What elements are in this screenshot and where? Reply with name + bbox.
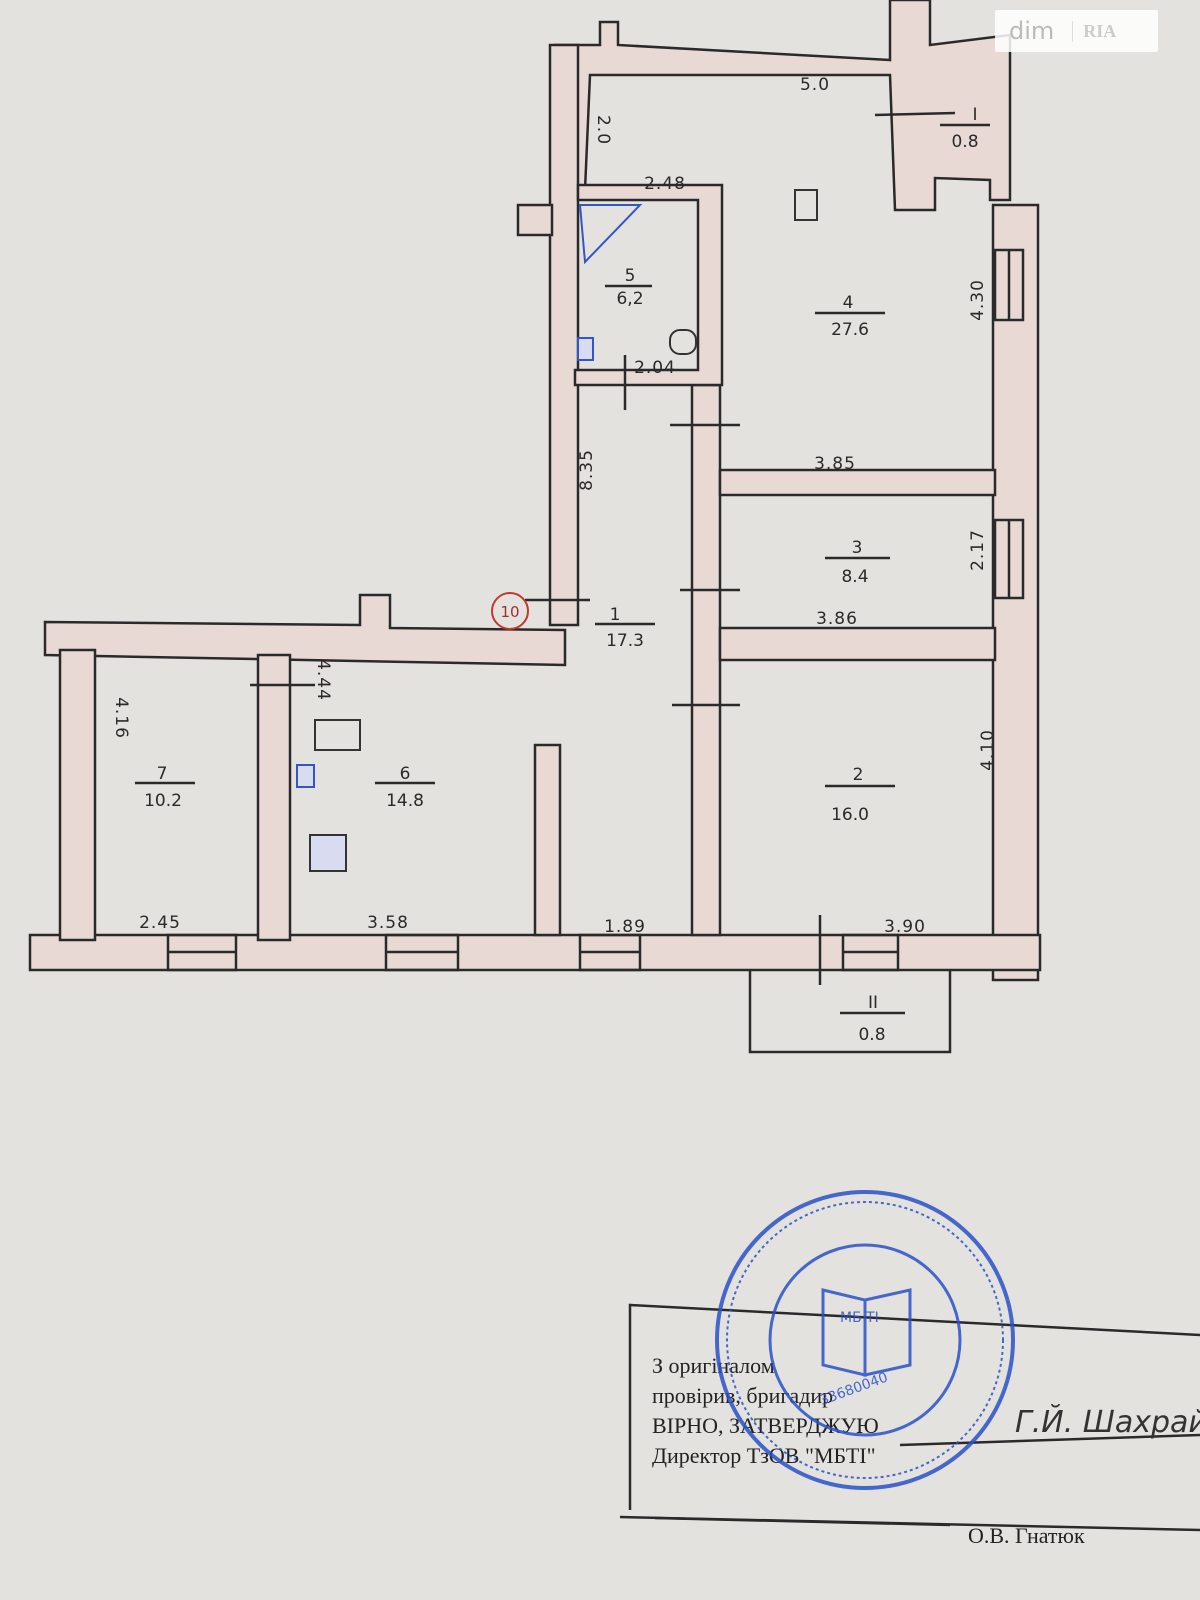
room-7: 710.2 (135, 764, 195, 811)
label: 2 (853, 765, 864, 785)
label: 0.8 (951, 132, 978, 152)
label: 1.89 (604, 917, 646, 937)
label: 3.85 (814, 454, 856, 474)
label: 5.0 (800, 75, 830, 95)
label: 4.10 (978, 729, 998, 771)
stove-icon (309, 834, 347, 872)
label: 6 (400, 764, 411, 784)
label: 3.86 (816, 609, 858, 629)
label: 2.17 (968, 529, 988, 571)
fixtures (296, 189, 818, 872)
room-labels: 117.3 216.0 38.4 427.6 56,2 614.8 710.2 … (135, 105, 990, 1045)
label: 7 (157, 764, 168, 784)
director-name: О.В. Гнатюк (968, 1523, 1085, 1548)
room-II: II 0.8 (840, 993, 905, 1045)
label: I (972, 105, 977, 125)
room-I: I 0.8 (940, 105, 990, 152)
room-1: 117.3 (595, 605, 655, 651)
label: 4.44 (313, 659, 333, 701)
label: 8.35 (577, 449, 597, 491)
walls (28, 0, 1042, 1054)
room-2: 216.0 (825, 765, 895, 825)
label: 10 (500, 603, 519, 621)
room-6: 614.8 (375, 764, 435, 811)
room-5: 56,2 (605, 266, 652, 309)
entrance-marker: 10 (491, 592, 529, 630)
label: II (868, 993, 878, 1013)
label: 16.0 (831, 805, 869, 825)
label: dim (1009, 17, 1055, 45)
doors (250, 111, 956, 985)
label: 1 (610, 605, 621, 625)
label: 2.45 (139, 913, 181, 933)
label: 14.8 (386, 791, 424, 811)
label: 0.8 (858, 1025, 885, 1045)
windows (166, 248, 1025, 972)
label: 10.2 (144, 791, 182, 811)
room-4: 427.6 (815, 293, 885, 340)
label: 17.3 (606, 631, 644, 651)
watermark-logo: dim RIA (995, 10, 1158, 52)
signature: Г.Й. Шахрай (1015, 1404, 1200, 1440)
label: 4 (843, 293, 854, 313)
label: 6,2 (616, 289, 643, 309)
label: ВІРНО, ЗАТВЕРДЖУЮ (652, 1413, 879, 1438)
label: МБ ТІ (840, 1310, 879, 1326)
certification-block: З оригіналом провірив, бригадир ВІРНО, З… (619, 1190, 1200, 1548)
label: 3.58 (367, 913, 409, 933)
label: RIA (1072, 20, 1116, 42)
label: 3.90 (884, 917, 926, 937)
label: 4.16 (111, 697, 131, 739)
stove-icon (314, 719, 361, 751)
dimension-labels: 5.0 2.0 2.48 2.04 4.30 8.35 3.85 2.17 3.… (111, 75, 998, 937)
label: 4.30 (968, 279, 988, 321)
bathtub-icon (578, 204, 643, 265)
label: 5 (625, 266, 636, 286)
label: 2.48 (644, 174, 686, 194)
sink-icon (296, 764, 315, 788)
label: 2.0 (593, 115, 613, 145)
label: З оригіналом (652, 1353, 775, 1378)
toilet-icon (669, 329, 697, 355)
label: 2.04 (634, 358, 676, 378)
label: 3 (852, 538, 863, 558)
chimney-icon (794, 189, 818, 221)
sink-icon (577, 337, 594, 361)
label: 8.4 (841, 567, 868, 587)
room-3: 38.4 (825, 538, 890, 587)
label: 33680040 (818, 1370, 890, 1409)
label: 27.6 (831, 320, 869, 340)
